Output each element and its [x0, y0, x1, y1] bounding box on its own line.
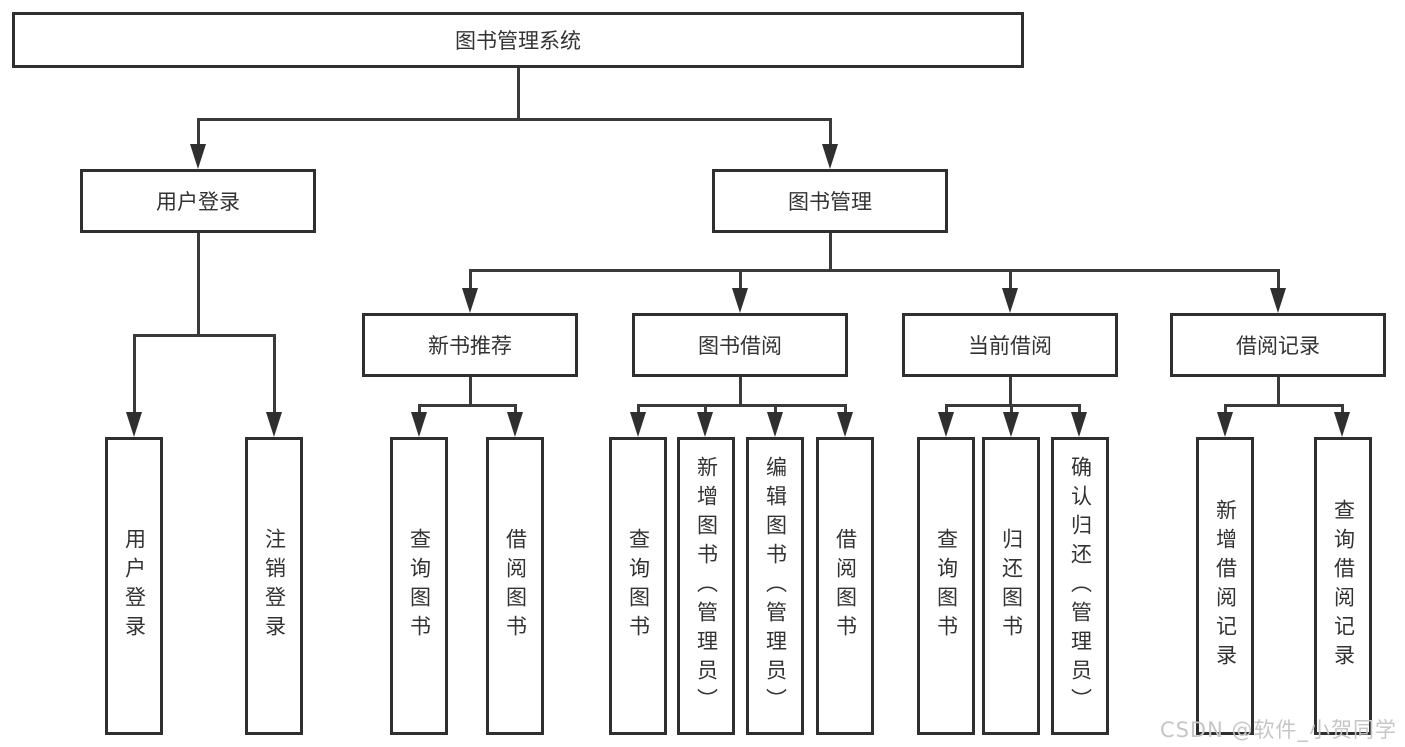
connector-line [1009, 377, 1012, 406]
leaf-confirm-return-admin: 确认归还（管理员） [1051, 437, 1109, 735]
leaf-query-borrow-record: 查询借阅记录 [1314, 437, 1372, 735]
node-user-login-label: 用户登录 [156, 190, 240, 214]
connector-line [945, 404, 948, 419]
connector-line [1010, 404, 1013, 419]
leaf-confirm-return-admin-label: 确认归还（管理员） [1068, 455, 1093, 717]
connector-line [197, 118, 832, 121]
connector-line [774, 404, 777, 419]
leaf-query-books-2: 查询图书 [609, 437, 667, 735]
leaf-add-borrow-record-label: 新增借阅记录 [1213, 499, 1238, 673]
connector-line [418, 404, 517, 407]
connector-line [273, 334, 276, 416]
leaf-borrow-books-2: 借阅图书 [816, 437, 874, 735]
connector-line [704, 404, 707, 419]
connector-line [1078, 404, 1081, 419]
arrowhead-icon [190, 144, 206, 169]
node-book-management-label: 图书管理 [788, 190, 872, 214]
leaf-borrow-books-2-label: 借阅图书 [833, 528, 858, 644]
connector-line [197, 118, 200, 158]
leaf-query-books-1-label: 查询图书 [407, 528, 432, 644]
connector-line [1277, 269, 1280, 294]
arrowhead-icon [126, 412, 142, 437]
leaf-logout: 注销登录 [245, 437, 303, 735]
connector-line [829, 118, 832, 158]
connector-line [1009, 269, 1012, 294]
node-borrow-records: 借阅记录 [1170, 313, 1386, 377]
connector-line [637, 404, 845, 407]
connector-line [637, 404, 640, 419]
node-book-borrow-label: 图书借阅 [698, 334, 782, 358]
leaf-user-login: 用户登录 [105, 437, 163, 735]
leaf-add-books-admin: 新增图书（管理员） [677, 437, 735, 735]
leaf-return-books: 归还图书 [982, 437, 1040, 735]
connector-line [469, 269, 472, 294]
arrowhead-icon [507, 412, 523, 437]
connector-line [197, 233, 200, 336]
arrowhead-icon [1270, 288, 1286, 313]
leaf-borrow-books-1-label: 借阅图书 [503, 528, 528, 644]
leaf-add-books-admin-label: 新增图书（管理员） [694, 455, 719, 717]
leaf-query-books-1: 查询图书 [390, 437, 448, 735]
leaf-edit-books-admin: 编辑图书（管理员） [746, 437, 804, 735]
connector-line [133, 334, 136, 416]
arrowhead-icon [411, 412, 427, 437]
arrowhead-icon [630, 412, 646, 437]
arrowhead-icon [732, 288, 748, 313]
connector-line [514, 404, 517, 419]
connector-line [1341, 404, 1344, 419]
arrowhead-icon [1217, 412, 1233, 437]
leaf-borrow-books-1: 借阅图书 [486, 437, 544, 735]
arrowhead-icon [938, 412, 954, 437]
leaf-query-books-2-label: 查询图书 [626, 528, 651, 644]
connector-line [517, 68, 520, 121]
leaf-return-books-label: 归还图书 [999, 528, 1024, 644]
arrowhead-icon [767, 412, 783, 437]
watermark-text: CSDN @软件_小贺同学 [1159, 718, 1397, 742]
arrowhead-icon [266, 412, 282, 437]
node-current-borrow-label: 当前借阅 [968, 334, 1052, 358]
node-root: 图书管理系统 [12, 12, 1024, 68]
leaf-add-borrow-record: 新增借阅记录 [1196, 437, 1254, 735]
connector-line [739, 269, 742, 294]
arrowhead-icon [822, 144, 838, 169]
node-borrow-records-label: 借阅记录 [1236, 334, 1320, 358]
arrowhead-icon [1002, 288, 1018, 313]
leaf-query-books-3: 查询图书 [917, 437, 975, 735]
node-root-label: 图书管理系统 [455, 29, 581, 53]
connector-line [829, 233, 832, 271]
node-user-login: 用户登录 [80, 169, 316, 233]
connector-line [844, 404, 847, 419]
node-book-management: 图书管理 [712, 169, 948, 233]
node-book-borrow: 图书借阅 [632, 313, 848, 377]
leaf-edit-books-admin-label: 编辑图书（管理员） [763, 455, 788, 717]
arrowhead-icon [1334, 412, 1350, 437]
connector-line [418, 404, 421, 419]
connector-line [1224, 404, 1343, 407]
node-new-book-recommend-label: 新书推荐 [428, 334, 512, 358]
connector-line [469, 269, 1280, 272]
leaf-user-login-label: 用户登录 [122, 528, 147, 644]
leaf-logout-label: 注销登录 [262, 528, 287, 644]
arrowhead-icon [1003, 412, 1019, 437]
connector-line [469, 377, 472, 406]
connector-line [1277, 377, 1280, 406]
connector-line [133, 334, 275, 337]
arrowhead-icon [837, 412, 853, 437]
node-new-book-recommend: 新书推荐 [362, 313, 578, 377]
leaf-query-books-3-label: 查询图书 [934, 528, 959, 644]
arrowhead-icon [1071, 412, 1087, 437]
leaf-query-borrow-record-label: 查询借阅记录 [1331, 499, 1356, 673]
connector-line [739, 377, 742, 406]
node-current-borrow: 当前借阅 [902, 313, 1118, 377]
connector-line [1224, 404, 1227, 419]
arrowhead-icon [697, 412, 713, 437]
arrowhead-icon [462, 288, 478, 313]
